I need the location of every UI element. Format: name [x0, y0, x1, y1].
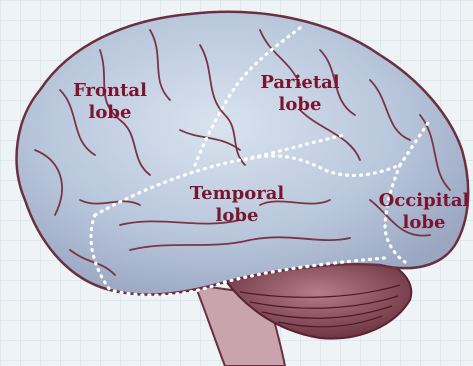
temporal-lobe-label-line1: Temporal — [182, 183, 292, 205]
frontal-lobe-label-line2: lobe — [70, 102, 150, 124]
occipital-lobe-label: Occipital lobe — [375, 190, 473, 234]
frontal-lobe-label-line1: Frontal — [70, 80, 150, 102]
parietal-lobe-label-line1: Parietal — [255, 72, 345, 94]
temporal-lobe-label: Temporal lobe — [182, 183, 292, 227]
occipital-lobe-label-line2: lobe — [375, 212, 473, 234]
parietal-lobe-label: Parietal lobe — [255, 72, 345, 116]
occipital-lobe-label-line1: Occipital — [375, 190, 473, 212]
parietal-lobe-label-line2: lobe — [255, 94, 345, 116]
temporal-lobe-label-line2: lobe — [182, 205, 292, 227]
frontal-lobe-label: Frontal lobe — [70, 80, 150, 124]
